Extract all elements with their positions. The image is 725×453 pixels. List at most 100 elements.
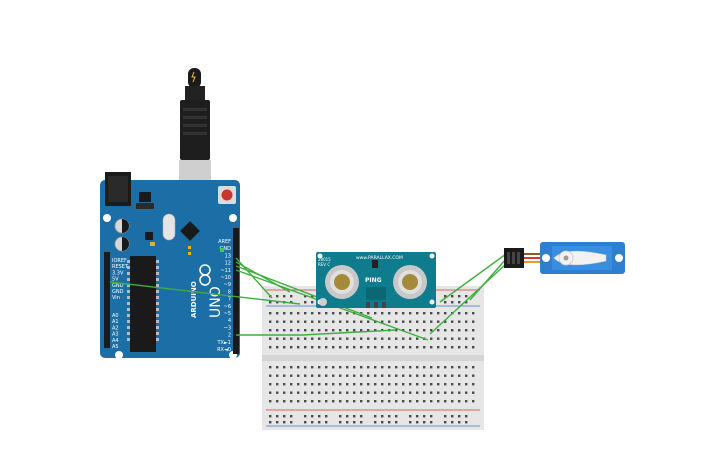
breadboard-hole[interactable] (395, 391, 398, 394)
breadboard-hole[interactable] (409, 421, 412, 424)
breadboard-hole[interactable] (472, 374, 475, 377)
breadboard-hole[interactable] (437, 391, 440, 394)
breadboard-hole[interactable] (332, 346, 335, 349)
breadboard-hole[interactable] (395, 374, 398, 377)
breadboard-hole[interactable] (367, 374, 370, 377)
breadboard-hole[interactable] (290, 337, 293, 340)
breadboard-hole[interactable] (332, 383, 335, 386)
breadboard-hole[interactable] (458, 421, 461, 424)
breadboard-hole[interactable] (388, 400, 391, 403)
breadboard-hole[interactable] (332, 374, 335, 377)
breadboard-hole[interactable] (304, 295, 307, 298)
breadboard-hole[interactable] (437, 320, 440, 323)
breadboard-hole[interactable] (444, 301, 447, 304)
breadboard-hole[interactable] (374, 415, 377, 418)
breadboard-hole[interactable] (311, 415, 314, 418)
breadboard-hole[interactable] (297, 400, 300, 403)
breadboard-hole[interactable] (458, 374, 461, 377)
breadboard-hole[interactable] (437, 366, 440, 369)
breadboard-hole[interactable] (367, 312, 370, 315)
breadboard-hole[interactable] (423, 374, 426, 377)
breadboard-hole[interactable] (297, 374, 300, 377)
breadboard-hole[interactable] (339, 374, 342, 377)
breadboard-hole[interactable] (332, 366, 335, 369)
breadboard-hole[interactable] (367, 346, 370, 349)
ping-ultrasonic-sensor[interactable]: www.PARALLAX.COM 28015 REV C PING (316, 252, 436, 308)
breadboard-hole[interactable] (395, 346, 398, 349)
breadboard-hole[interactable] (283, 400, 286, 403)
breadboard-hole[interactable] (416, 415, 419, 418)
breadboard-hole[interactable] (374, 329, 377, 332)
breadboard-hole[interactable] (290, 329, 293, 332)
breadboard-hole[interactable] (381, 366, 384, 369)
breadboard-hole[interactable] (430, 400, 433, 403)
breadboard-hole[interactable] (416, 366, 419, 369)
breadboard-hole[interactable] (339, 383, 342, 386)
breadboard-hole[interactable] (311, 391, 314, 394)
breadboard-hole[interactable] (269, 301, 272, 304)
breadboard-hole[interactable] (451, 400, 454, 403)
breadboard-hole[interactable] (458, 337, 461, 340)
breadboard-hole[interactable] (339, 320, 342, 323)
breadboard-hole[interactable] (297, 320, 300, 323)
breadboard-hole[interactable] (395, 329, 398, 332)
breadboard-hole[interactable] (325, 346, 328, 349)
breadboard-hole[interactable] (423, 366, 426, 369)
breadboard-hole[interactable] (472, 329, 475, 332)
breadboard-hole[interactable] (360, 320, 363, 323)
breadboard-hole[interactable] (416, 346, 419, 349)
breadboard-hole[interactable] (304, 383, 307, 386)
breadboard-hole[interactable] (465, 421, 468, 424)
servo-horn[interactable] (553, 250, 607, 266)
breadboard-hole[interactable] (458, 383, 461, 386)
breadboard-hole[interactable] (290, 383, 293, 386)
breadboard-hole[interactable] (339, 391, 342, 394)
breadboard-hole[interactable] (423, 320, 426, 323)
breadboard-hole[interactable] (346, 312, 349, 315)
breadboard-hole[interactable] (395, 400, 398, 403)
breadboard-hole[interactable] (374, 312, 377, 315)
breadboard-hole[interactable] (339, 415, 342, 418)
breadboard-hole[interactable] (318, 383, 321, 386)
breadboard-hole[interactable] (451, 366, 454, 369)
breadboard-hole[interactable] (430, 366, 433, 369)
breadboard-hole[interactable] (388, 366, 391, 369)
breadboard-hole[interactable] (318, 415, 321, 418)
breadboard-hole[interactable] (269, 391, 272, 394)
breadboard-hole[interactable] (304, 400, 307, 403)
breadboard-hole[interactable] (430, 415, 433, 418)
breadboard-hole[interactable] (367, 320, 370, 323)
breadboard-hole[interactable] (311, 421, 314, 424)
breadboard-hole[interactable] (416, 329, 419, 332)
breadboard-hole[interactable] (318, 400, 321, 403)
breadboard-hole[interactable] (402, 320, 405, 323)
breadboard-hole[interactable] (367, 400, 370, 403)
breadboard-hole[interactable] (465, 366, 468, 369)
breadboard-hole[interactable] (276, 346, 279, 349)
breadboard-hole[interactable] (465, 415, 468, 418)
breadboard-hole[interactable] (430, 391, 433, 394)
breadboard-hole[interactable] (276, 301, 279, 304)
breadboard-hole[interactable] (346, 346, 349, 349)
breadboard-hole[interactable] (458, 301, 461, 304)
breadboard-hole[interactable] (465, 391, 468, 394)
breadboard-hole[interactable] (283, 329, 286, 332)
breadboard-hole[interactable] (458, 295, 461, 298)
breadboard-hole[interactable] (325, 391, 328, 394)
breadboard-hole[interactable] (360, 391, 363, 394)
breadboard-hole[interactable] (388, 312, 391, 315)
breadboard-hole[interactable] (402, 374, 405, 377)
breadboard-hole[interactable] (388, 391, 391, 394)
breadboard-hole[interactable] (325, 366, 328, 369)
breadboard-hole[interactable] (304, 366, 307, 369)
breadboard-hole[interactable] (304, 421, 307, 424)
breadboard-hole[interactable] (451, 346, 454, 349)
breadboard-hole[interactable] (451, 374, 454, 377)
breadboard-hole[interactable] (444, 374, 447, 377)
breadboard-hole[interactable] (430, 346, 433, 349)
breadboard-hole[interactable] (472, 366, 475, 369)
breadboard-hole[interactable] (381, 400, 384, 403)
breadboard-hole[interactable] (346, 374, 349, 377)
breadboard-hole[interactable] (311, 366, 314, 369)
breadboard-hole[interactable] (360, 337, 363, 340)
